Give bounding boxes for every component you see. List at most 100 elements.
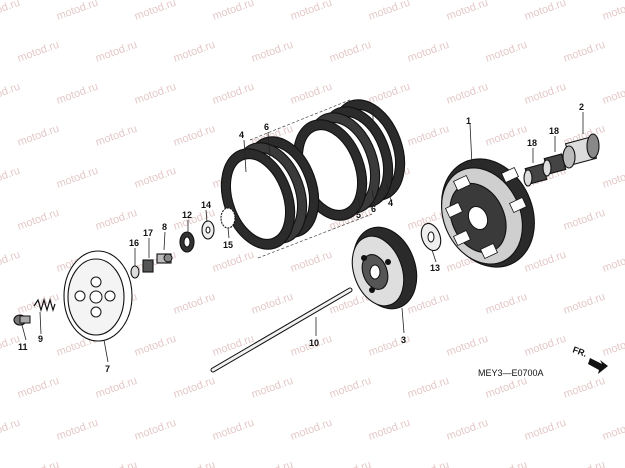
front-direction-label: FR. (571, 344, 588, 358)
watermark-text: motod.ru (523, 0, 568, 23)
watermark-text: motod.ru (55, 165, 100, 191)
watermark-text: motod.ru (250, 459, 295, 468)
callout-7: 7 (105, 364, 110, 374)
watermark-text: motod.ru (133, 81, 178, 107)
watermark-text: motod.ru (94, 375, 139, 401)
watermark-text: motod.ru (445, 417, 490, 443)
leader-lines (21, 108, 584, 363)
watermark-text: motod.ru (523, 417, 568, 443)
watermark-text: motod.ru (55, 0, 100, 23)
thrust-washer (420, 222, 442, 252)
watermark-text: motod.ru (601, 249, 625, 275)
needle-bearings (523, 153, 567, 187)
callout-2: 2 (579, 102, 584, 112)
callout-15: 15 (223, 240, 233, 250)
callout-6a: 6 (264, 122, 269, 132)
watermark-text: motod.ru (562, 291, 607, 317)
watermark-text: motod.ru (211, 0, 256, 23)
diagram-code: MEY3—E0700A (478, 368, 544, 378)
callout-labels: 4 6 1 2 18 18 5 6 4 13 3 10 7 9 11 16 17… (18, 102, 584, 374)
watermark-text: motod.ru (445, 0, 490, 23)
callout-18a: 18 (549, 126, 559, 136)
watermark-text: motod.ru (211, 81, 256, 107)
watermark-text: motod.ru (16, 207, 61, 233)
watermark-text: motod.ru (289, 0, 334, 23)
watermark-text: motod.ru (211, 249, 256, 275)
watermark-text: motod.ru (562, 39, 607, 65)
watermark-text: motod.ru (211, 333, 256, 359)
callout-17: 17 (143, 228, 153, 238)
watermark-text: motod.ru (94, 39, 139, 65)
collar (562, 133, 600, 169)
watermark-text: motod.ru (601, 0, 625, 23)
watermark-text: motod.ru (250, 375, 295, 401)
watermark-text: motod.ru (367, 81, 412, 107)
watermark-text: motod.ru (0, 165, 22, 191)
watermark-text: motod.ru (445, 81, 490, 107)
watermark-text: motod.ru (16, 123, 61, 149)
watermark-text: motod.ru (601, 165, 625, 191)
watermark-text: motod.ru (16, 459, 61, 468)
callout-13: 13 (430, 263, 440, 273)
callout-12: 12 (182, 210, 192, 220)
callout-3: 3 (401, 335, 406, 345)
watermark-text: motod.ru (367, 0, 412, 23)
callout-8: 8 (162, 222, 167, 232)
watermark-text: motod.ru (16, 39, 61, 65)
watermark-text: motod.ru (55, 81, 100, 107)
watermark-text: motod.ru (601, 333, 625, 359)
callout-14: 14 (201, 200, 211, 210)
watermark-text: motod.ru (445, 333, 490, 359)
watermark-text: motod.ru (250, 39, 295, 65)
watermark-text: motod.ru (172, 39, 217, 65)
front-arrow-icon (588, 358, 608, 374)
watermark-text: motod.ru (0, 0, 22, 23)
callout-11: 11 (18, 342, 28, 352)
watermark-text: motod.ru (484, 39, 529, 65)
watermark-text: motod.ru (562, 459, 607, 468)
watermark-text: motod.ru (406, 459, 451, 468)
watermark-text: motod.ru (133, 417, 178, 443)
lifter-rod (210, 287, 353, 373)
watermark-text: motod.ru (523, 333, 568, 359)
watermark-text: motod.ru (289, 81, 334, 107)
watermark-text: motod.ru (328, 375, 373, 401)
watermark-text: motod.ru (172, 291, 217, 317)
callout-9: 9 (38, 334, 43, 344)
watermark-text: motod.ru (406, 123, 451, 149)
watermark-text: motod.ru (523, 249, 568, 275)
watermark-text: motod.ru (484, 459, 529, 468)
watermark-text: motod.ru (0, 81, 22, 107)
watermark-text: motod.ru (601, 81, 625, 107)
pressure-plate (63, 250, 133, 342)
watermark-text: motod.ru (328, 459, 373, 468)
watermark-text: motod.ru (172, 123, 217, 149)
watermark-text: motod.ru (94, 207, 139, 233)
watermark-text: motod.ru (172, 375, 217, 401)
callout-5: 5 (356, 210, 361, 220)
watermark-text: motod.ru (484, 123, 529, 149)
callout-4b: 4 (388, 198, 393, 208)
watermark-text: motod.ru (16, 375, 61, 401)
watermark-text: motod.ru (172, 459, 217, 468)
watermark-text: motod.ru (55, 417, 100, 443)
watermark-text: motod.ru (562, 207, 607, 233)
callout-4a: 4 (239, 130, 244, 140)
callout-18b: 18 (527, 138, 537, 148)
front-direction-indicator: FR. (571, 344, 608, 374)
watermark-text: motod.ru (406, 375, 451, 401)
callout-1: 1 (466, 116, 471, 126)
watermark-text: motod.ru (94, 459, 139, 468)
watermark-text: motod.ru (484, 375, 529, 401)
watermark-text: motod.ru (0, 417, 22, 443)
watermark-text: motod.ru (94, 123, 139, 149)
watermark-text: motod.ru (133, 333, 178, 359)
clutch-outer (441, 158, 535, 268)
watermark-text: motod.ru (289, 249, 334, 275)
clutch-center (351, 226, 418, 310)
watermark-text: motod.ru (523, 81, 568, 107)
callout-6b: 6 (371, 204, 376, 214)
watermark-text: motod.ru (328, 39, 373, 65)
watermark-text: motod.ru (289, 417, 334, 443)
